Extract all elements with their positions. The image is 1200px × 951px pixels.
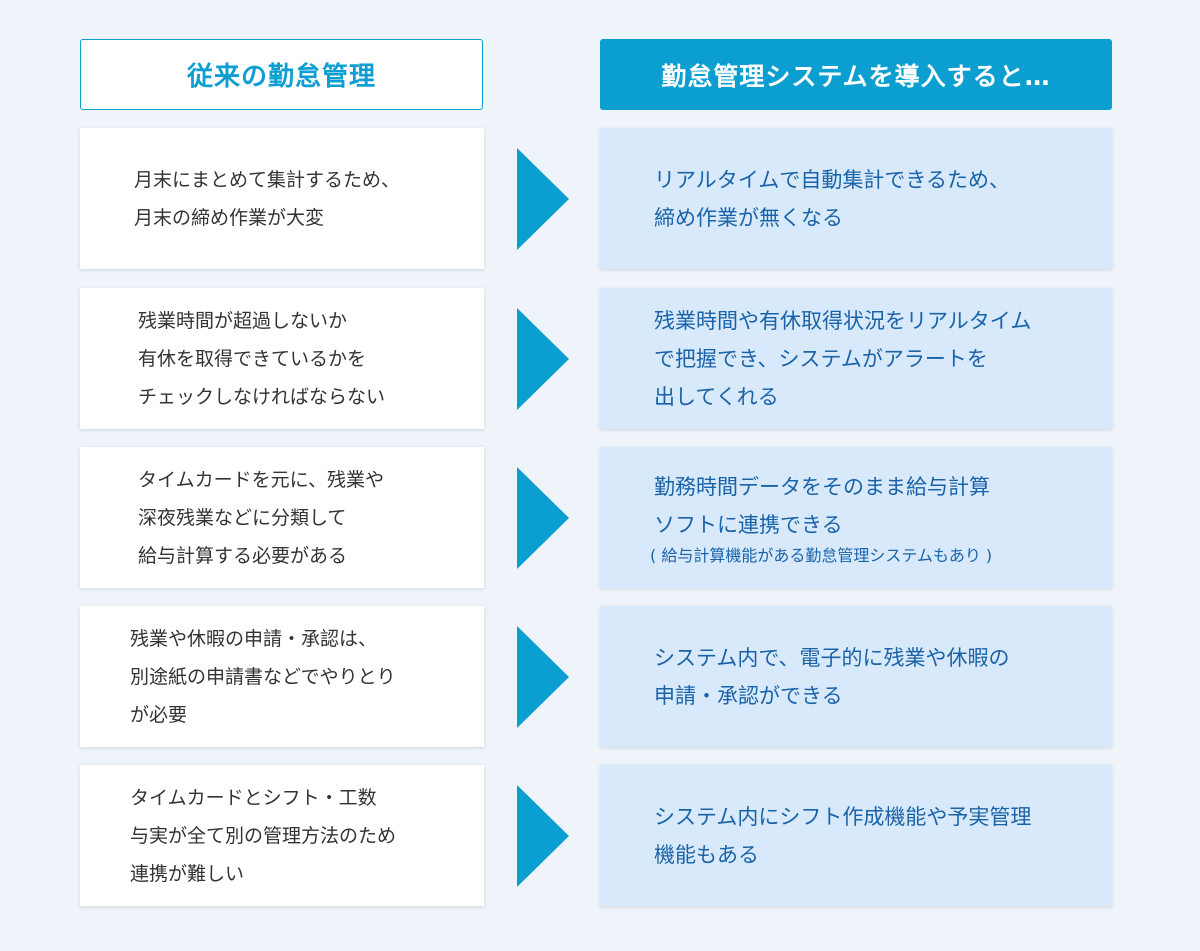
comparison-row: タイムカードとシフト・工数 与実が全て別の管理方法のため 連携が難しい システム… bbox=[0, 765, 1200, 906]
arrow-right-icon bbox=[517, 626, 569, 728]
after-card: 勤務時間データをそのまま給与計算 ソフトに連携できる ( 給与計算機能がある勤怠… bbox=[600, 447, 1112, 588]
after-text-line: 申請・承認ができる bbox=[654, 683, 843, 708]
before-text-line: 残業や休暇の申請・承認は、 bbox=[130, 627, 378, 650]
arrow-right-icon bbox=[517, 785, 569, 887]
after-text-line: システム内で、電子的に残業や休暇の bbox=[654, 645, 1010, 670]
after-text-line: 勤務時間データをそのまま給与計算 bbox=[654, 474, 990, 499]
after-card: システム内で、電子的に残業や休暇の 申請・承認ができる bbox=[600, 606, 1112, 747]
before-text-line: 与実が全て別の管理方法のため bbox=[130, 824, 397, 847]
before-text-line: 月末の締め作業が大変 bbox=[134, 206, 325, 229]
before-text-line: 有休を取得できているかを bbox=[138, 347, 367, 370]
before-text-line: タイムカードとシフト・工数 bbox=[130, 786, 377, 809]
before-card: 月末にまとめて集計するため、 月末の締め作業が大変 bbox=[80, 128, 484, 269]
before-text-line: 給与計算する必要がある bbox=[138, 544, 348, 567]
before-text-line: 月末にまとめて集計するため、 bbox=[134, 168, 401, 191]
after-text-line: リアルタイムで自動集計できるため、 bbox=[654, 167, 1010, 192]
after-text-line: 締め作業が無くなる bbox=[654, 205, 843, 230]
before-card: 残業時間が超過しないか 有休を取得できているかを チェックしなければならない bbox=[80, 288, 484, 429]
after-text-line: 機能もある bbox=[654, 842, 759, 867]
after-card: システム内にシフト作成機能や予実管理 機能もある bbox=[600, 765, 1112, 906]
before-text-line: 連携が難しい bbox=[130, 862, 245, 885]
arrow-right-icon bbox=[517, 467, 569, 569]
before-text-line: が必要 bbox=[130, 703, 188, 726]
before-text-line: チェックしなければならない bbox=[138, 385, 386, 408]
before-text-line: タイムカードを元に、残業や bbox=[138, 468, 385, 491]
comparison-row: 残業時間が超過しないか 有休を取得できているかを チェックしなければならない 残… bbox=[0, 288, 1200, 429]
after-text-line: で把握でき、システムがアラートを bbox=[654, 346, 988, 371]
before-card: タイムカードとシフト・工数 与実が全て別の管理方法のため 連携が難しい bbox=[80, 765, 484, 906]
header-with-system: 勤怠管理システムを導入すると… bbox=[600, 39, 1112, 110]
comparison-row: タイムカードを元に、残業や 深夜残業などに分類して 給与計算する必要がある 勤務… bbox=[0, 447, 1200, 588]
after-note: ( 給与計算機能がある勤怠管理システムもあり ) bbox=[650, 545, 993, 565]
comparison-row: 月末にまとめて集計するため、 月末の締め作業が大変 リアルタイムで自動集計できる… bbox=[0, 128, 1200, 269]
before-card: 残業や休暇の申請・承認は、 別途紙の申請書などでやりとり が必要 bbox=[80, 606, 484, 747]
after-card: 残業時間や有休取得状況をリアルタイム で把握でき、システムがアラートを 出してく… bbox=[600, 288, 1112, 429]
before-text-line: 深夜残業などに分類して bbox=[138, 506, 347, 529]
before-card: タイムカードを元に、残業や 深夜残業などに分類して 給与計算する必要がある bbox=[80, 447, 484, 588]
header-conventional: 従来の勤怠管理 bbox=[80, 39, 483, 110]
arrow-right-icon bbox=[517, 308, 569, 410]
after-text-line: 残業時間や有休取得状況をリアルタイム bbox=[654, 308, 1032, 333]
after-text-line: ソフトに連携できる bbox=[654, 512, 843, 537]
before-text-line: 別途紙の申請書などでやりとり bbox=[130, 665, 396, 688]
header-conventional-title: 従来の勤怠管理 bbox=[186, 62, 376, 92]
before-text-line: 残業時間が超過しないか bbox=[138, 309, 348, 332]
after-text-line: 出してくれる bbox=[654, 384, 779, 409]
header-with-system-title: 勤怠管理システムを導入すると… bbox=[661, 61, 1051, 91]
arrow-right-icon bbox=[517, 148, 569, 250]
after-text-line: システム内にシフト作成機能や予実管理 bbox=[654, 804, 1032, 829]
after-card: リアルタイムで自動集計できるため、 締め作業が無くなる bbox=[600, 128, 1112, 269]
comparison-row: 残業や休暇の申請・承認は、 別途紙の申請書などでやりとり が必要 システム内で、… bbox=[0, 606, 1200, 747]
